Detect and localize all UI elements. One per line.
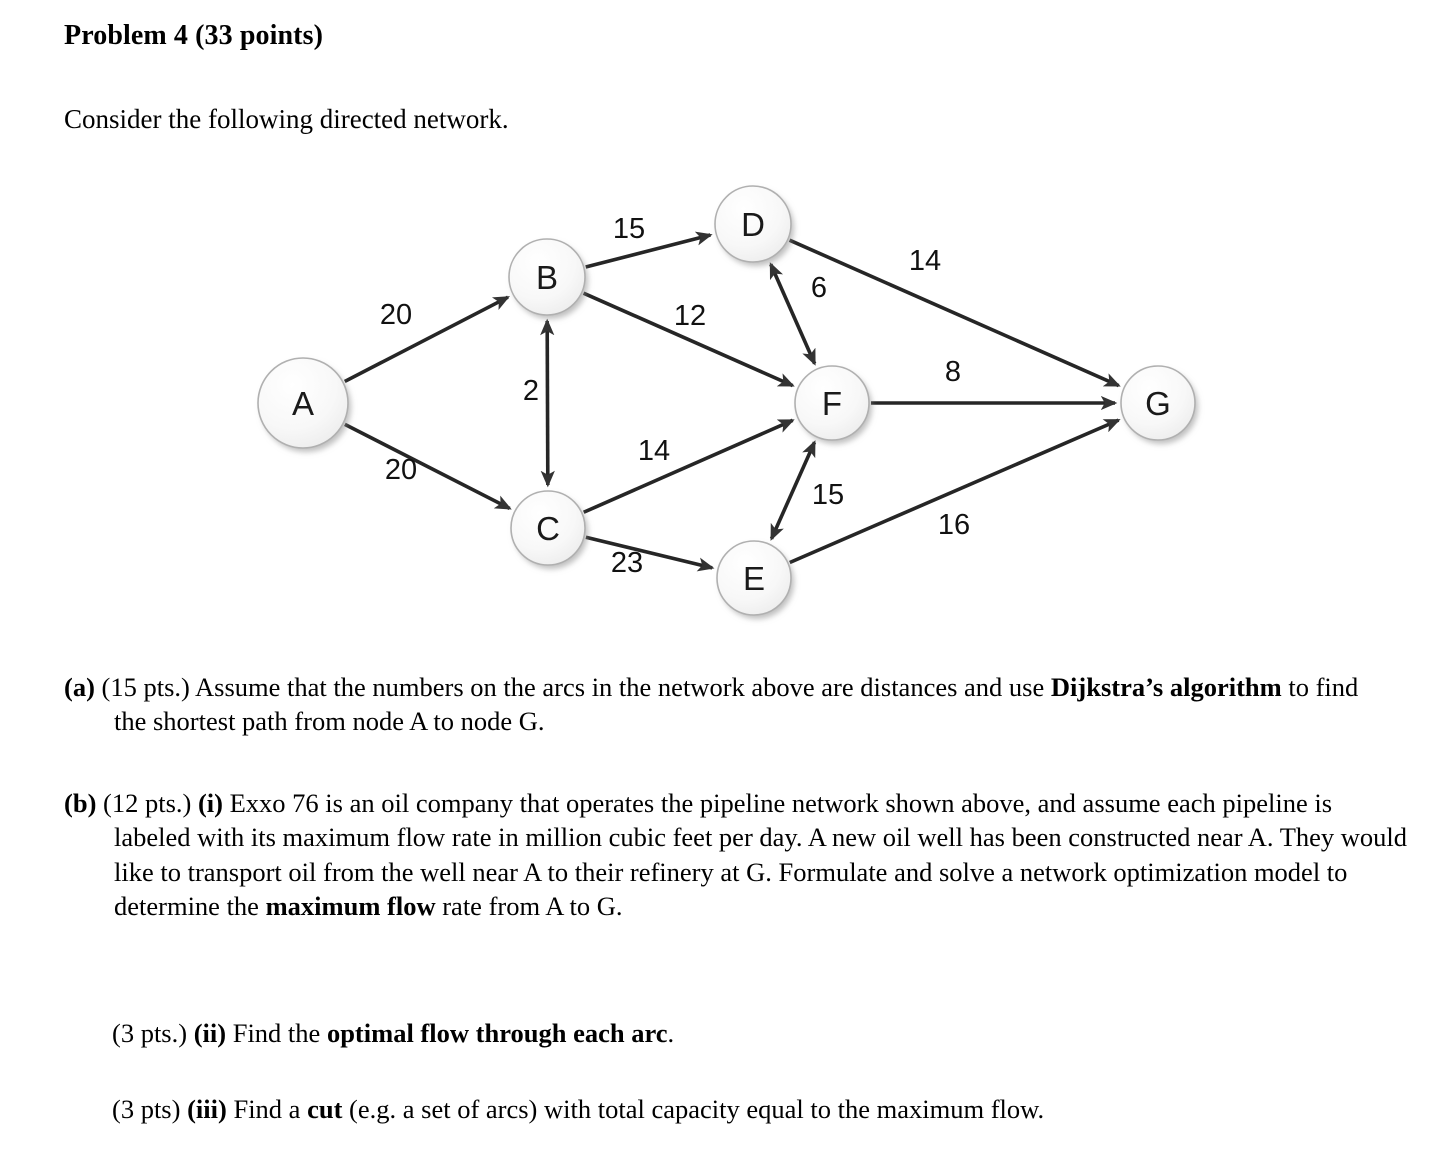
network-graph-svg: A B C D E F G 20 20 15 12 2 14 23 14 6 15 16 8: [257, 185, 1196, 616]
edge-weight-f-g: 8: [945, 356, 961, 388]
edge-a-b: [343, 295, 510, 384]
edge-c-e: [585, 535, 715, 572]
node-circle: [714, 185, 792, 263]
question-biii-text-2: (e.g. a set of arcs) with total capacity…: [342, 1094, 1045, 1124]
question-a-text-1: Assume that the numbers on the arcs in t…: [189, 672, 1051, 702]
question-biii-sub: (iii): [187, 1094, 227, 1124]
node-circle: [508, 238, 586, 316]
edge-weight-b-c: 2: [523, 375, 539, 407]
question-biii-bold-1: cut: [307, 1094, 343, 1124]
question-a: (a) (15 pts.) Assume that the numbers on…: [64, 670, 1394, 739]
edge-weight-d-g: 14: [909, 245, 941, 277]
node-circle: [794, 365, 870, 441]
node-layer: A B C D E F G: [257, 185, 1196, 616]
question-biii-text-1: Find a: [226, 1094, 308, 1124]
edge-weight-e-g: 16: [938, 509, 970, 541]
question-bii-points: (3 pts.): [112, 1018, 188, 1048]
node-label: F: [822, 385, 842, 422]
node-b: B: [508, 238, 586, 316]
question-b-text-1: Exxo 76 is an oil company that operates …: [114, 788, 1408, 922]
network-diagram: A B C D E F G 20 20 15 12 2 14 23 14 6 15 16 8: [0, 160, 1442, 660]
edge-weight-b-d: 15: [613, 213, 645, 245]
edge-weight-d-f: 6: [811, 272, 827, 304]
edge-c-f: [582, 418, 795, 514]
node-c: C: [510, 490, 586, 566]
question-b-iii: (3 pts) (iii) Find a cut (e.g. a set of …: [112, 1092, 1412, 1126]
question-b-marker: (b): [64, 788, 97, 818]
node-label: D: [741, 206, 765, 243]
question-a-marker: (a): [64, 672, 95, 702]
node-circle: [1120, 365, 1196, 441]
question-b-points: (12 pts.): [103, 788, 192, 818]
question-biii-points: (3 pts): [112, 1094, 181, 1124]
edge-label-layer: 20 20 15 12 2 14 23 14 6 15 16 8: [380, 213, 970, 579]
question-bii-text-1: Find the: [226, 1018, 327, 1048]
node-label: E: [743, 560, 765, 597]
node-circle: [257, 357, 349, 449]
question-bii-text-2: .: [667, 1018, 675, 1048]
node-a: A: [257, 357, 349, 449]
edge-weight-c-e: 23: [611, 547, 643, 579]
node-label: A: [292, 385, 314, 422]
edge-a-c: [344, 422, 512, 511]
node-g: G: [1120, 365, 1196, 441]
edge-d-g: [788, 238, 1121, 388]
edge-weight-a-b: 20: [380, 299, 412, 331]
question-a-points: (15 pts.): [101, 672, 190, 702]
edge-layer: [343, 231, 1121, 572]
question-b: (b) (12 pts.) (i) Exxo 76 is an oil comp…: [64, 786, 1409, 924]
question-b-ii: (3 pts.) (ii) Find the optimal flow thro…: [112, 1016, 1362, 1050]
edge-weight-c-f: 14: [638, 435, 670, 467]
node-f: F: [794, 365, 870, 441]
intro-text: Consider the following directed network.: [64, 104, 509, 134]
page-title: Problem 4 (33 points): [64, 20, 324, 51]
node-e: E: [716, 540, 792, 616]
node-circle: [510, 490, 586, 566]
question-bii-bold-1: optimal flow through each arc: [326, 1018, 668, 1048]
question-a-bold-1: Dijkstra’s algorithm: [1050, 672, 1282, 702]
edge-d-f: [769, 262, 817, 366]
edge-e-g: [789, 418, 1121, 565]
node-label: G: [1145, 385, 1171, 422]
question-b-text-2: rate from A to G.: [435, 891, 623, 922]
node-label: C: [536, 510, 560, 547]
node-d: D: [714, 185, 792, 263]
node-circle: [716, 540, 792, 616]
edge-weight-e-f: 15: [812, 479, 844, 511]
edge-e-f: [769, 440, 817, 541]
edge-weight-b-f: 12: [674, 300, 706, 332]
node-label: B: [536, 259, 558, 296]
edge-b-f: [582, 291, 795, 388]
edge-b-d: [585, 231, 713, 269]
edge-weight-a-c: 20: [385, 454, 417, 486]
question-bii-sub: (ii): [193, 1018, 227, 1048]
question-a-text-2: to find the shortest path from node A to…: [114, 672, 1359, 737]
question-b-sub-i: (i): [197, 788, 223, 818]
edge-b-c: [540, 318, 555, 488]
question-b-bold-1: maximum flow: [265, 891, 436, 922]
